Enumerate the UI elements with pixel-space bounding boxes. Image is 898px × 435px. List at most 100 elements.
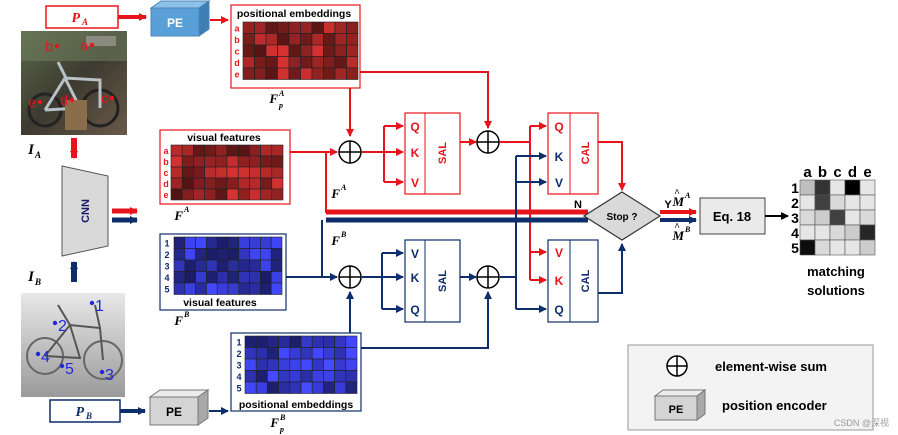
m-b-label: M [671,228,684,243]
grid-cell [311,370,324,383]
grid-cell [255,347,268,360]
legend: element-wise sum PE position encoder [627,344,874,431]
grid-cell [242,44,255,57]
grid-cell [334,347,347,360]
grid-cell [226,177,239,190]
grid-cell [206,259,218,272]
grid-cell [184,248,196,261]
keypoint-b [52,320,58,326]
grid-cell [238,236,250,249]
cal-bot-v: V [555,246,563,260]
grid-cell [204,177,217,190]
grid-cell [244,335,257,348]
grid-cell [334,44,347,57]
fpa-label: F [268,91,278,106]
matching-cell [799,224,816,241]
grid-cell [255,358,268,371]
cal-bot-q: Q [554,303,563,317]
grid-cell [255,335,268,348]
grid-cell [334,21,347,34]
grid-cell [227,259,240,272]
sal-bot-k: K [411,271,420,285]
grid-cell [204,188,217,201]
grid-cell [204,155,217,168]
matching-cell [829,179,846,196]
grid-cell [300,56,313,69]
grid-cell [265,56,278,69]
grid-cell [323,370,335,383]
keypoint-a [69,97,75,103]
sum-circle-1 [338,140,362,164]
grid-cell [267,370,279,383]
matching-row-label: 1 [791,180,799,196]
grid-cell [173,236,186,249]
grid-cell [260,177,273,190]
p-b-sub: B [85,411,92,421]
grid-cell [249,259,261,272]
grid-row-label: a [163,146,169,156]
grid-cell [260,144,273,157]
grid-cell [288,33,301,46]
pe-a-label: PE [167,16,183,30]
grid-cell [311,67,324,80]
grid-cell [249,155,261,168]
grid-cell [267,347,279,360]
grid-cell [260,248,272,261]
sal-bot-label: SAL [437,270,449,292]
grid-cell [265,44,278,57]
matching-row-label: 2 [791,195,799,211]
grid-cell [238,282,250,295]
grid-cell [206,282,218,295]
pe-block-b: PE [148,389,210,426]
grid-cell [206,271,218,284]
grid-cell [323,44,336,57]
grid-cell [227,282,240,295]
grid-cell [311,56,324,69]
legend-pe-label: PE [669,404,684,416]
grid-row-label: 5 [236,384,241,394]
grid-cell [345,370,358,383]
legend-pe-icon: PE [653,389,707,421]
grid-cell [237,177,250,190]
matching-row-label: 4 [791,225,799,241]
m-hat-b: M B ^ [671,222,691,243]
grid-cell [181,155,194,168]
pe-b-label: PE [166,405,182,419]
grid-cell [255,370,268,383]
grid-cell [300,335,313,348]
legend-pe-text: position encoder [722,398,827,413]
grid-cell [270,282,283,295]
grid-cell [242,67,255,80]
eq18-label: Eq. 18 [713,209,751,224]
fpb-label: F [269,415,279,430]
image-a [21,31,127,135]
matching-cell [814,239,831,256]
stop-label: Stop ? [606,212,637,223]
grid-row-label: c [234,47,239,57]
matching-cell [829,209,846,226]
grid-cell [227,236,240,249]
sal-top-label: SAL [437,142,449,164]
grid-cell [311,381,324,394]
keypoint-a-label: e [28,94,36,110]
grid-cell [270,236,283,249]
grid-cell [323,21,336,34]
grid-cell [323,358,335,371]
grid-cell [215,155,228,168]
matching-row-label: 5 [791,240,799,256]
grid-cell [346,21,359,34]
grid-cell [288,67,301,80]
grid-cell [277,56,290,69]
grid-cell [249,188,261,201]
cal-bot-label: CAL [580,269,592,292]
grid-row-label: 2 [164,250,169,260]
grid-cell [244,347,257,360]
grid-cell [215,166,228,179]
grid-cell [216,236,229,249]
n-label: N [574,199,582,211]
grid-cell [271,166,284,179]
